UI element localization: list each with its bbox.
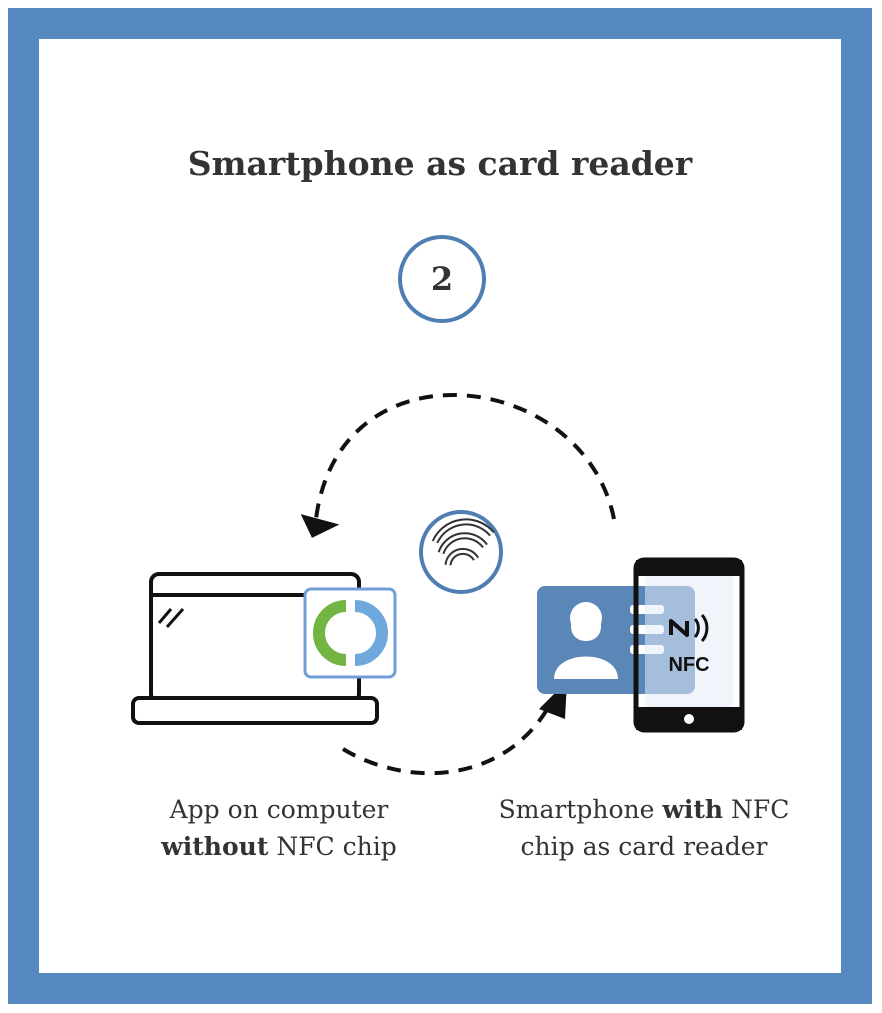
arrow-bottom-path xyxy=(341,698,555,776)
nfc-label: NFC xyxy=(668,654,709,676)
caption-smartphone-line2: chip as card reader xyxy=(520,832,768,861)
caption-smartphone: Smartphone with NFC chip as card reader xyxy=(479,791,809,865)
caption-smartphone-emphasis: with xyxy=(662,795,724,824)
content-panel: Smartphone as card reader 2 xyxy=(39,39,841,973)
nfc-icon: NFC xyxy=(668,613,710,676)
smartphone-icon xyxy=(633,557,745,733)
step-number: 2 xyxy=(430,260,454,298)
caption-computer-line2: without NFC chip xyxy=(129,828,429,865)
outer-frame: Smartphone as card reader 2 xyxy=(8,8,872,1004)
caption-computer: App on computer without NFC chip xyxy=(129,791,429,865)
caption-smartphone-line1-start: Smartphone xyxy=(498,795,663,824)
caption-computer-line1: App on computer xyxy=(169,795,389,824)
caption-smartphone-line1-end: NFC xyxy=(723,795,790,824)
diagram-illustration: NFC xyxy=(131,393,745,776)
wireless-signal-icon xyxy=(419,510,503,594)
caption-computer-line2-rest: NFC chip xyxy=(268,832,397,861)
caption-computer-emphasis: without xyxy=(161,832,269,861)
arrow-top-path xyxy=(314,393,616,520)
caption-smartphone-line1: Smartphone with NFC xyxy=(479,791,809,828)
app-logo-icon xyxy=(303,587,397,679)
arrow-top-head xyxy=(300,514,340,538)
step-badge: 2 xyxy=(398,235,486,323)
page-title: Smartphone as card reader xyxy=(187,144,693,183)
